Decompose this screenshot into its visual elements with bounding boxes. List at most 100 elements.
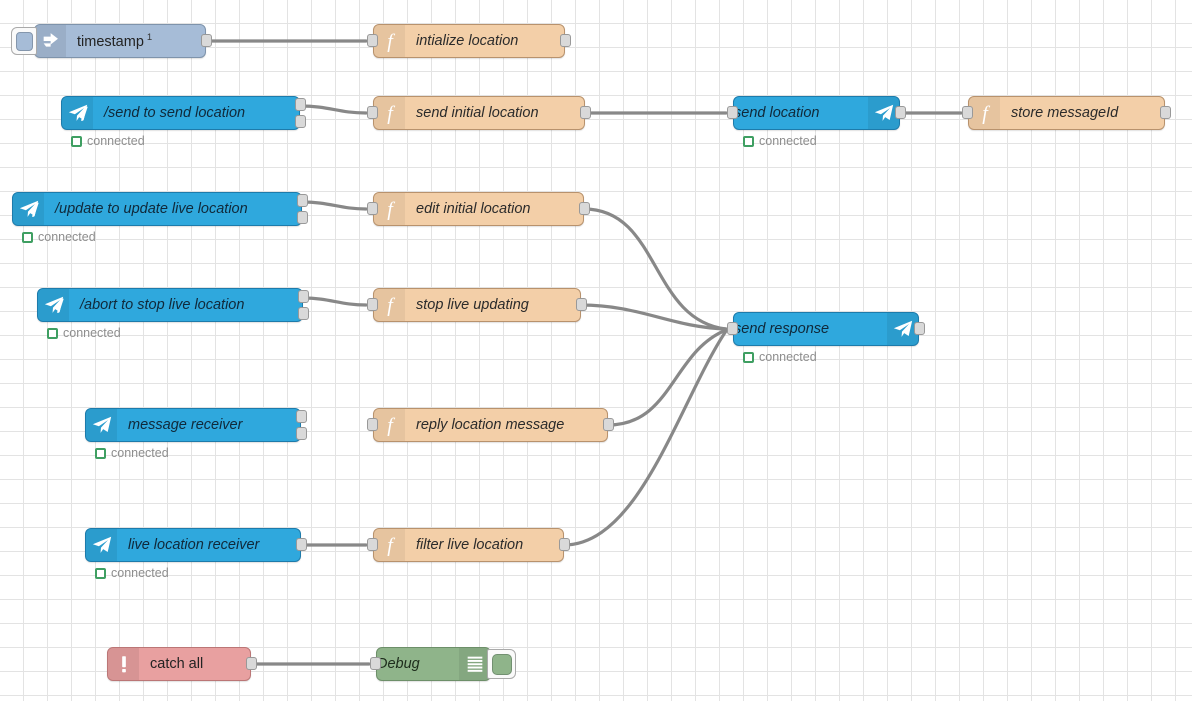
node-abort-command[interactable]: /abort to stop live location xyxy=(37,288,309,322)
status-label: connected xyxy=(63,326,121,340)
node-body: live location receiver xyxy=(86,529,300,561)
output-port[interactable] xyxy=(246,657,257,670)
function-icon: f xyxy=(374,97,405,129)
debug-toggle-button[interactable] xyxy=(487,649,516,679)
svg-text:f: f xyxy=(387,414,395,436)
node-body: Debug xyxy=(377,648,490,680)
status-label: connected xyxy=(38,230,96,244)
node-live-location-receiver[interactable]: live location receiver xyxy=(85,528,307,562)
output-port[interactable] xyxy=(576,298,587,311)
node-label: send response xyxy=(734,320,830,337)
output-port[interactable] xyxy=(296,427,307,440)
input-port[interactable] xyxy=(370,657,381,670)
input-port[interactable] xyxy=(367,418,378,431)
node-label: catch all xyxy=(150,655,204,672)
function-icon: f xyxy=(374,25,405,57)
node-body: send location xyxy=(734,97,899,129)
node-intialize-location[interactable]: f intialize location xyxy=(367,24,571,58)
telegram-icon xyxy=(86,409,117,441)
output-port[interactable] xyxy=(295,98,306,111)
output-port[interactable] xyxy=(295,115,306,128)
exclamation-icon xyxy=(108,648,139,680)
node-status-abort-command: connected xyxy=(47,326,121,340)
input-port[interactable] xyxy=(727,106,738,119)
output-port[interactable] xyxy=(297,194,308,207)
telegram-icon xyxy=(86,529,117,561)
node-label: send location xyxy=(734,104,820,121)
status-label: connected xyxy=(111,566,169,580)
telegram-command-icon xyxy=(62,97,93,129)
input-port[interactable] xyxy=(367,106,378,119)
wire-abort-command-to-stop-live-updating[interactable] xyxy=(301,296,368,307)
output-port[interactable] xyxy=(559,538,570,551)
output-port[interactable] xyxy=(603,418,614,431)
node-send-location[interactable]: send location xyxy=(727,96,906,130)
input-port[interactable] xyxy=(367,538,378,551)
node-status-message-receiver: connected xyxy=(95,446,169,460)
status-indicator-icon xyxy=(47,327,58,339)
input-port[interactable] xyxy=(962,106,973,119)
telegram-command-icon xyxy=(38,289,69,321)
input-port[interactable] xyxy=(727,322,738,335)
output-port[interactable] xyxy=(914,322,925,335)
node-body: /update to update live location xyxy=(13,193,301,225)
input-port[interactable] xyxy=(367,298,378,311)
input-port[interactable] xyxy=(367,34,378,47)
function-icon: f xyxy=(969,97,1000,129)
wire-edit-initial-location-to-send-response[interactable] xyxy=(582,207,728,331)
status-indicator-icon xyxy=(95,567,106,579)
node-update-command[interactable]: /update to update live location xyxy=(12,192,308,226)
node-status-update-command: connected xyxy=(22,230,96,244)
node-label: /update to update live location xyxy=(55,200,248,217)
node-catch-all[interactable]: catch all xyxy=(107,647,257,681)
output-port[interactable] xyxy=(895,106,906,119)
node-send-response[interactable]: send response xyxy=(727,312,925,346)
wire-stop-live-updating-to-send-response[interactable] xyxy=(579,303,728,331)
output-port[interactable] xyxy=(297,211,308,224)
output-port[interactable] xyxy=(298,307,309,320)
input-port[interactable] xyxy=(367,202,378,215)
status-indicator-icon xyxy=(95,447,106,459)
svg-text:f: f xyxy=(387,198,395,220)
node-status-send-location: connected xyxy=(743,134,817,148)
output-port[interactable] xyxy=(580,106,591,119)
output-port[interactable] xyxy=(560,34,571,47)
wire-update-command-to-edit-initial-location[interactable] xyxy=(300,200,368,211)
node-body: send response xyxy=(734,313,918,345)
status-label: connected xyxy=(759,350,817,364)
wire-send-command-to-send-initial-location[interactable] xyxy=(298,104,368,115)
output-port[interactable] xyxy=(298,290,309,303)
node-label: Debug xyxy=(377,655,420,672)
output-port[interactable] xyxy=(579,202,590,215)
node-debug[interactable]: Debug xyxy=(370,647,516,681)
output-port[interactable] xyxy=(201,34,212,47)
status-label: connected xyxy=(87,134,145,148)
output-port[interactable] xyxy=(296,538,307,551)
node-message-receiver[interactable]: message receiver xyxy=(85,408,307,442)
node-label: /send to send location xyxy=(104,104,246,121)
status-indicator-icon xyxy=(743,135,754,147)
output-port[interactable] xyxy=(296,410,307,423)
status-label: connected xyxy=(759,134,817,148)
node-body: /abort to stop live location xyxy=(38,289,302,321)
inject-button[interactable] xyxy=(11,27,37,55)
svg-text:f: f xyxy=(982,102,990,124)
wire-reply-location-message-to-send-response[interactable] xyxy=(606,328,728,427)
node-send-command[interactable]: /send to send location xyxy=(61,96,306,130)
telegram-icon xyxy=(887,313,918,345)
svg-text:f: f xyxy=(387,294,395,316)
node-label: intialize location xyxy=(416,32,519,49)
status-indicator-icon xyxy=(71,135,82,147)
output-port[interactable] xyxy=(1160,106,1171,119)
